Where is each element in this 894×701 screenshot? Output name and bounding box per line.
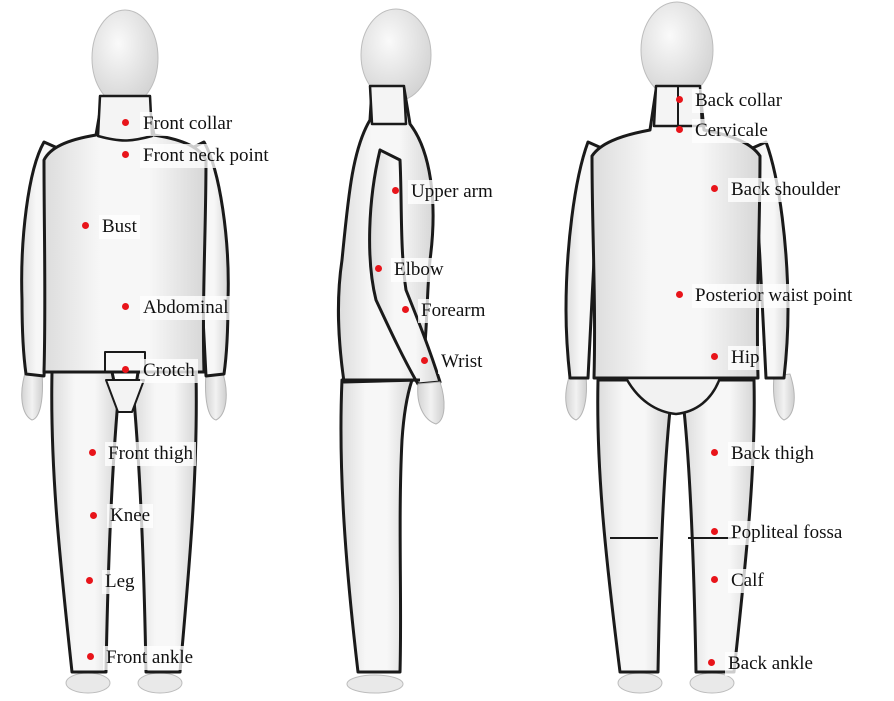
calf-dot: [711, 576, 718, 583]
front-right-hand: [205, 370, 226, 420]
hip-label: Hip: [728, 346, 763, 370]
leg-label: Leg: [102, 570, 138, 594]
back-shoulder-dot: [711, 185, 718, 192]
calf-label: Calf: [728, 569, 767, 593]
back-collar-dot: [676, 96, 683, 103]
bust-dot: [82, 222, 89, 229]
side-leg: [341, 380, 412, 672]
front-thigh-label: Front thigh: [105, 442, 196, 466]
side-figure: [338, 9, 444, 693]
front-thigh-dot: [89, 449, 96, 456]
front-neck-point-dot: [122, 151, 129, 158]
hip-dot: [711, 353, 718, 360]
back-collar-label: Back collar: [692, 89, 785, 113]
back-shoulder-label: Back shoulder: [728, 178, 843, 202]
crotch-label: Crotch: [140, 359, 198, 383]
front-collar-label: Front collar: [140, 112, 235, 136]
side-foot: [347, 675, 403, 693]
back-right-hand: [773, 374, 794, 420]
wrist-label: Wrist: [438, 350, 485, 374]
posterior-waist-point-dot: [676, 291, 683, 298]
front-collar-dot: [122, 119, 129, 126]
popliteal-fossa-label: Popliteal fossa: [728, 521, 845, 545]
front-neck-point-label: Front neck point: [140, 144, 272, 168]
elbow-label: Elbow: [391, 258, 447, 282]
cervicale-label: Cervicale: [692, 119, 771, 143]
abdominal-label: Abdominal: [140, 296, 232, 320]
crotch-dot: [122, 366, 129, 373]
back-thigh-label: Back thigh: [728, 442, 817, 466]
back-right-foot: [690, 673, 734, 693]
back-ankle-dot: [708, 659, 715, 666]
posterior-waist-point-label: Posterior waist point: [692, 284, 855, 308]
forearm-dot: [402, 306, 409, 313]
back-left-leg: [598, 380, 670, 672]
side-collar-band: [370, 86, 406, 124]
upper-arm-label: Upper arm: [408, 180, 496, 204]
leg-dot: [86, 577, 93, 584]
front-right-foot: [138, 673, 182, 693]
front-head: [92, 10, 158, 106]
elbow-dot: [375, 265, 382, 272]
bust-label: Bust: [99, 215, 140, 239]
front-ankle-dot: [87, 653, 94, 660]
wrist-dot: [421, 357, 428, 364]
front-left-hand: [22, 370, 43, 420]
back-head: [641, 2, 713, 98]
cervicale-dot: [676, 126, 683, 133]
front-ankle-label: Front ankle: [103, 646, 196, 670]
back-left-hand: [566, 374, 587, 420]
knee-label: Knee: [107, 504, 153, 528]
abdominal-dot: [122, 303, 129, 310]
upper-arm-dot: [392, 187, 399, 194]
front-left-foot: [66, 673, 110, 693]
knee-dot: [90, 512, 97, 519]
back-ankle-label: Back ankle: [725, 652, 816, 676]
popliteal-fossa-dot: [711, 528, 718, 535]
back-left-foot: [618, 673, 662, 693]
back-thigh-dot: [711, 449, 718, 456]
forearm-label: Forearm: [418, 299, 488, 323]
side-hand: [418, 382, 444, 424]
